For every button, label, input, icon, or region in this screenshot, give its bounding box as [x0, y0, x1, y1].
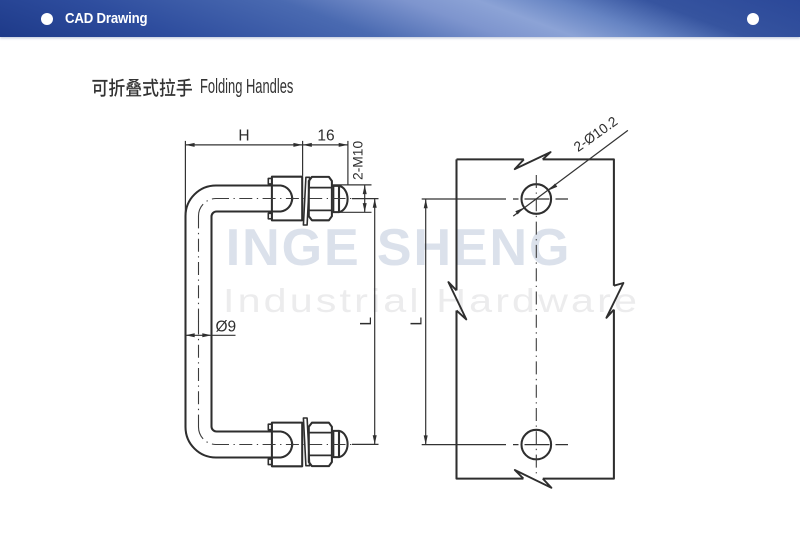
svg-text:2-Ø10.2: 2-Ø10.2: [571, 114, 620, 155]
svg-text:H: H: [238, 127, 249, 144]
svg-text:2-M10: 2-M10: [351, 141, 366, 180]
svg-text:L: L: [358, 317, 375, 326]
svg-text:Ø9: Ø9: [216, 319, 237, 336]
svg-text:L: L: [409, 317, 426, 326]
svg-text:16: 16: [317, 127, 334, 144]
